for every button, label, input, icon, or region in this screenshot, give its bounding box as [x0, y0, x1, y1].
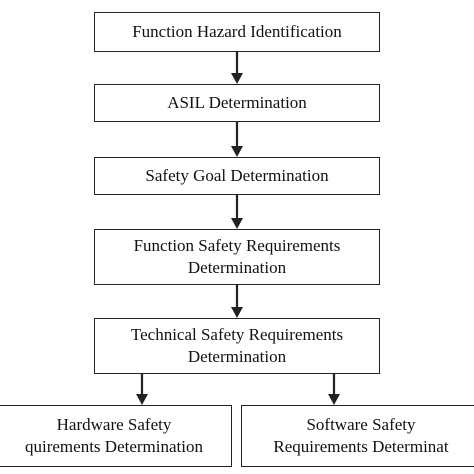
node-label-line: Software Safety: [306, 415, 416, 434]
node-label-line: quirements Determination: [25, 437, 203, 456]
arrow-n5-n6: [136, 374, 148, 405]
node-label-line: Function Safety Requirements: [133, 236, 341, 255]
node-label-line: Determination: [187, 258, 287, 277]
node-hardware-safety-requirements: Hardware Safety quirements Determination: [0, 405, 232, 467]
node-label-line: Function Hazard Identification: [132, 22, 342, 41]
arrow-n1-n2: [231, 52, 243, 84]
node-label-line: Technical Safety Requirements: [130, 325, 344, 344]
node-function-safety-requirements: Function Safety Requirements Determinati…: [94, 229, 380, 285]
node-asil-determination: ASIL Determination: [94, 84, 380, 122]
node-label-line: Determination: [187, 347, 287, 366]
node-label-line: Safety Goal Determination: [145, 166, 329, 185]
arrow-n5-n7: [328, 374, 340, 405]
node-safety-goal-determination: Safety Goal Determination: [94, 157, 380, 195]
arrow-n2-n3: [231, 122, 243, 157]
node-label-line: Requirements Determinat: [273, 437, 449, 456]
node-label-line: Hardware Safety: [56, 415, 172, 434]
node-function-hazard-identification: Function Hazard Identification: [94, 12, 380, 52]
node-technical-safety-requirements: Technical Safety Requirements Determinat…: [94, 318, 380, 374]
arrow-n4-n5: [231, 285, 243, 318]
node-software-safety-requirements: Software Safety Requirements Determinat: [241, 405, 474, 467]
arrow-n3-n4: [231, 195, 243, 229]
node-label-line: ASIL Determination: [167, 93, 307, 112]
